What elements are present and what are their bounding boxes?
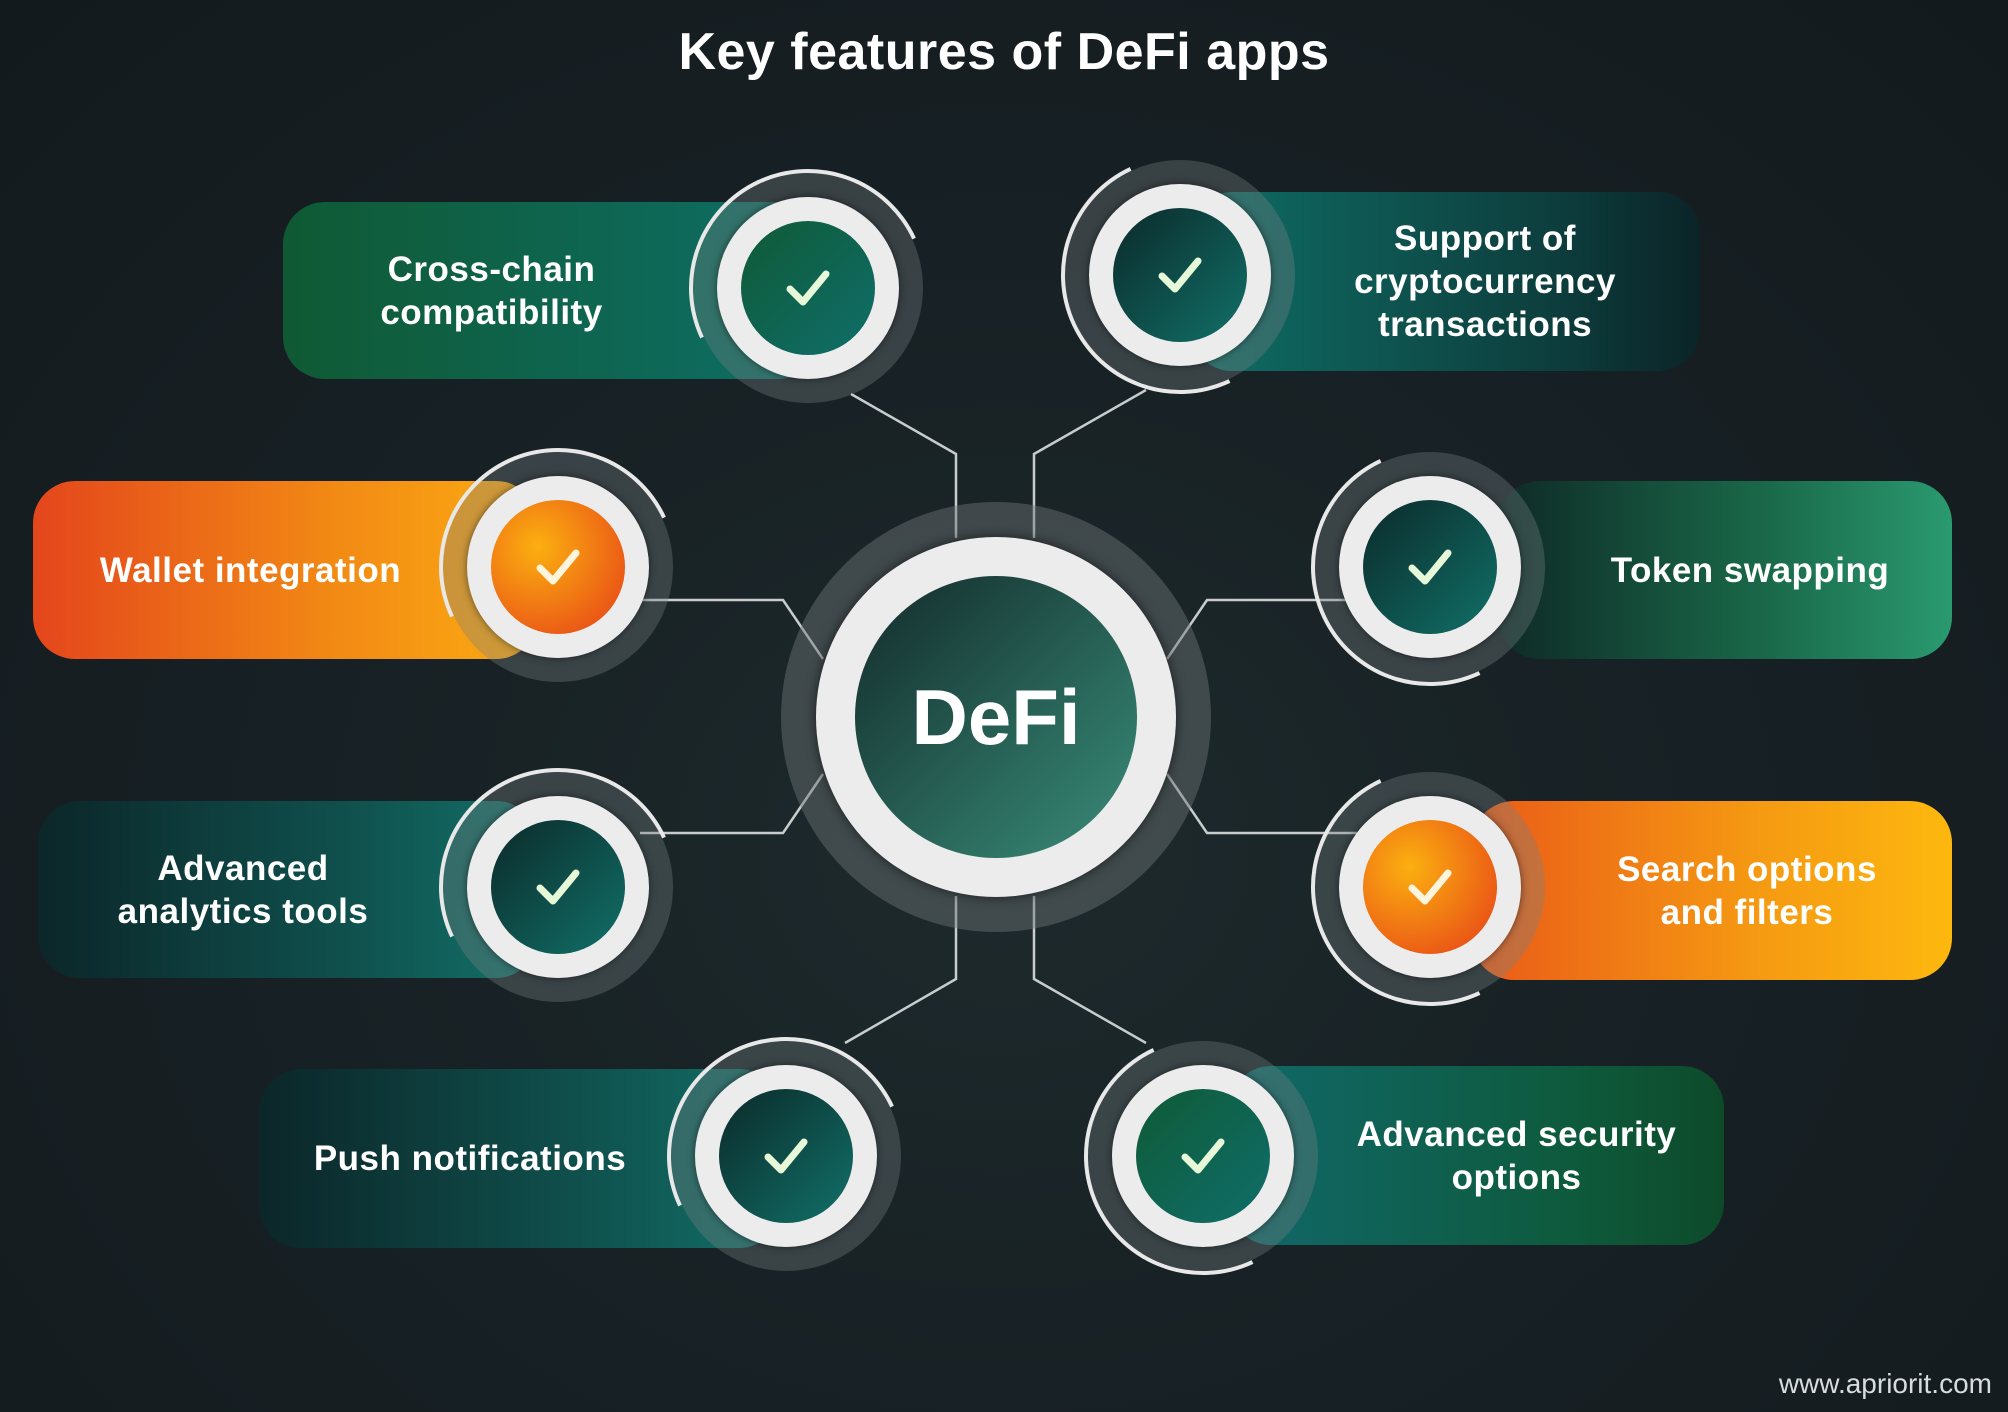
check-node-cross-chain	[655, 135, 961, 441]
feature-pill-wallet: Wallet integration	[33, 481, 538, 659]
connector-token	[1165, 598, 1357, 660]
feature-label: Wallet integration	[99, 550, 402, 590]
feature-label: Advanced security options	[1356, 1114, 1677, 1197]
check-icon	[1408, 549, 1452, 585]
check-node-analytics	[405, 734, 711, 1040]
connector-search	[1165, 773, 1357, 835]
check-icon	[764, 1138, 808, 1174]
check-icon	[536, 869, 580, 905]
feature-label: Push notifications	[313, 1139, 627, 1178]
check-icon	[1408, 869, 1452, 905]
feature-label: Support of cryptocurrency transactions	[1354, 219, 1616, 344]
feature-label: Advanced analytics tools	[117, 848, 369, 931]
connector-cross-chain	[850, 392, 958, 538]
check-node-token-swapping	[1277, 414, 1583, 720]
connector-analytics	[640, 773, 825, 835]
hub-label: DeFi	[911, 672, 1081, 761]
connector-wallet	[640, 598, 825, 660]
check-node-security	[1050, 1003, 1356, 1309]
check-node-push	[633, 1003, 939, 1309]
diagram-title: Key features of DeFi apps	[678, 23, 1330, 81]
defi-hub: DeFi	[781, 502, 1211, 932]
check-node-search	[1277, 734, 1583, 1040]
connector-security	[1032, 896, 1147, 1045]
check-icon	[786, 270, 830, 306]
feature-label: Token swapping	[1610, 550, 1890, 590]
check-node-support-crypto	[1027, 122, 1333, 428]
feature-pill-token-swapping: Token swapping	[1498, 481, 1952, 659]
connector-push	[844, 896, 958, 1045]
feature-pill-push: Push notifications	[259, 1069, 781, 1248]
feature-label: Search options and filters	[1617, 849, 1877, 932]
feature-pill-support-crypto: Support of cryptocurrency transactions	[1190, 192, 1700, 371]
feature-label: Cross-chain compatibility	[380, 249, 603, 332]
check-icon	[1181, 1138, 1225, 1174]
check-icon	[536, 549, 580, 585]
feature-pill-search: Search options and filters	[1472, 801, 1952, 980]
check-node-wallet	[405, 414, 711, 720]
feature-pill-analytics: Advanced analytics tools	[38, 801, 538, 978]
watermark: www.apriorit.com	[1778, 1368, 1992, 1399]
check-icon	[1158, 257, 1202, 293]
feature-pill-security: Advanced security options	[1229, 1066, 1724, 1245]
connector-support	[1032, 388, 1147, 538]
